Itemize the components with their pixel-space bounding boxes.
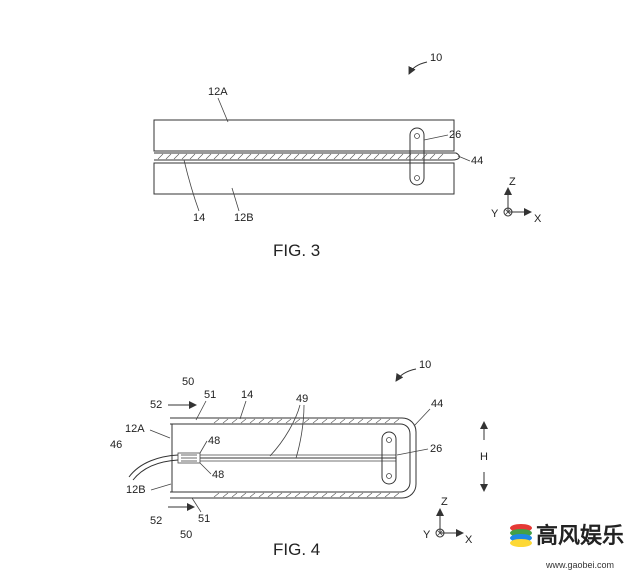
fig4-cable-46 (128, 454, 179, 478)
fig4-caption: FIG. 4 (273, 540, 320, 559)
fig4-axis-triad: Z Y X (423, 496, 473, 546)
fig4-leader-12b (150, 483, 172, 491)
fig4-label-26: 26 (430, 443, 442, 455)
fig3-label-12b: 12B (234, 212, 254, 224)
fig4-label-52-top: 52 (150, 399, 162, 411)
fig3-ref-10-arrow (408, 61, 428, 75)
fig4-axis-z: Z (441, 496, 448, 508)
fig3-leader-12a (217, 97, 229, 123)
fig3-axis-x: X (534, 213, 542, 225)
fig4-leader-14 (239, 400, 247, 420)
figure-3: 10 12A 26 44 14 12B (153, 52, 542, 260)
fig3-label-14: 14 (193, 212, 205, 224)
fig3-leader-44 (457, 155, 471, 162)
fig3-hinge-hole-bottom (414, 175, 420, 181)
fig4-label-50-bottom: 50 (180, 529, 192, 541)
fig4-leader-51-top (195, 400, 207, 421)
fig4-leader-12a (149, 429, 171, 439)
fig4-leader-44 (413, 408, 431, 427)
fig4-label-44: 44 (431, 398, 443, 410)
fig3-axis-triad: Z Y X (491, 176, 542, 225)
fig4-label-50-top: 50 (182, 376, 194, 388)
fig3-axis-y: Y (491, 208, 499, 220)
fig4-hinge-26 (381, 431, 397, 485)
watermark-text: 高风娱乐 (536, 523, 624, 549)
fig4-cable-46-b (132, 459, 179, 481)
fig3-hinge-26 (409, 127, 425, 186)
fig4-leader-48-bottom (199, 462, 212, 475)
fig4-label-52-bottom: 52 (150, 515, 162, 527)
fig4-label-12a: 12A (125, 423, 145, 435)
fig4-leader-51-bottom (191, 497, 202, 513)
watermark-url: www.gaobei.com (545, 560, 614, 570)
watermark-logo-icon (510, 524, 532, 547)
fig4-label-46: 46 (110, 439, 122, 451)
fig4-leader-49-a (269, 404, 301, 457)
fig4-leader-49-b (295, 404, 305, 459)
fig3-ref-10: 10 (430, 52, 442, 64)
fig4-label-51-bottom: 51 (198, 513, 210, 525)
fig3-housing-12b (153, 162, 455, 195)
fig3-leader-14 (183, 159, 200, 212)
fig4-label-48-top: 48 (208, 435, 220, 447)
fig3-hinge-hole-top (414, 133, 420, 139)
fig3-housing-12a (153, 119, 455, 152)
fig4-flexible-layer-14 (170, 417, 417, 499)
fig4-axis-y: Y (423, 529, 431, 541)
fig3-label-12a: 12A (208, 86, 228, 98)
fig4-label-48-bottom: 48 (212, 469, 224, 481)
fig4-component-48 (177, 452, 201, 464)
fig3-leader-12b (231, 187, 240, 212)
fig3-flexible-layer-14 (154, 152, 460, 161)
fig4-ref-10-arrow (395, 368, 417, 382)
fig4-height-dimension: H (480, 421, 488, 492)
fig4-label-49: 49 (296, 393, 308, 405)
figure-4: 10 50 52 51 14 49 (110, 359, 488, 559)
fig4-leader-48-top (199, 440, 208, 454)
fig3-caption: FIG. 3 (273, 241, 320, 260)
fig4-label-h: H (480, 451, 488, 463)
watermark: 高风娱乐 www.gaobei.com (510, 523, 624, 570)
fig3-label-26: 26 (449, 129, 461, 141)
fig4-ref-10: 10 (419, 359, 431, 371)
fig4-label-12b: 12B (126, 484, 146, 496)
fig3-leader-26 (423, 134, 449, 141)
fig4-label-51-top: 51 (204, 389, 216, 401)
fig4-leader-26 (396, 448, 429, 456)
fig4-label-14: 14 (241, 389, 253, 401)
fig3-label-44: 44 (471, 155, 483, 167)
fig4-axis-x: X (465, 534, 473, 546)
fig3-axis-z: Z (509, 176, 516, 188)
